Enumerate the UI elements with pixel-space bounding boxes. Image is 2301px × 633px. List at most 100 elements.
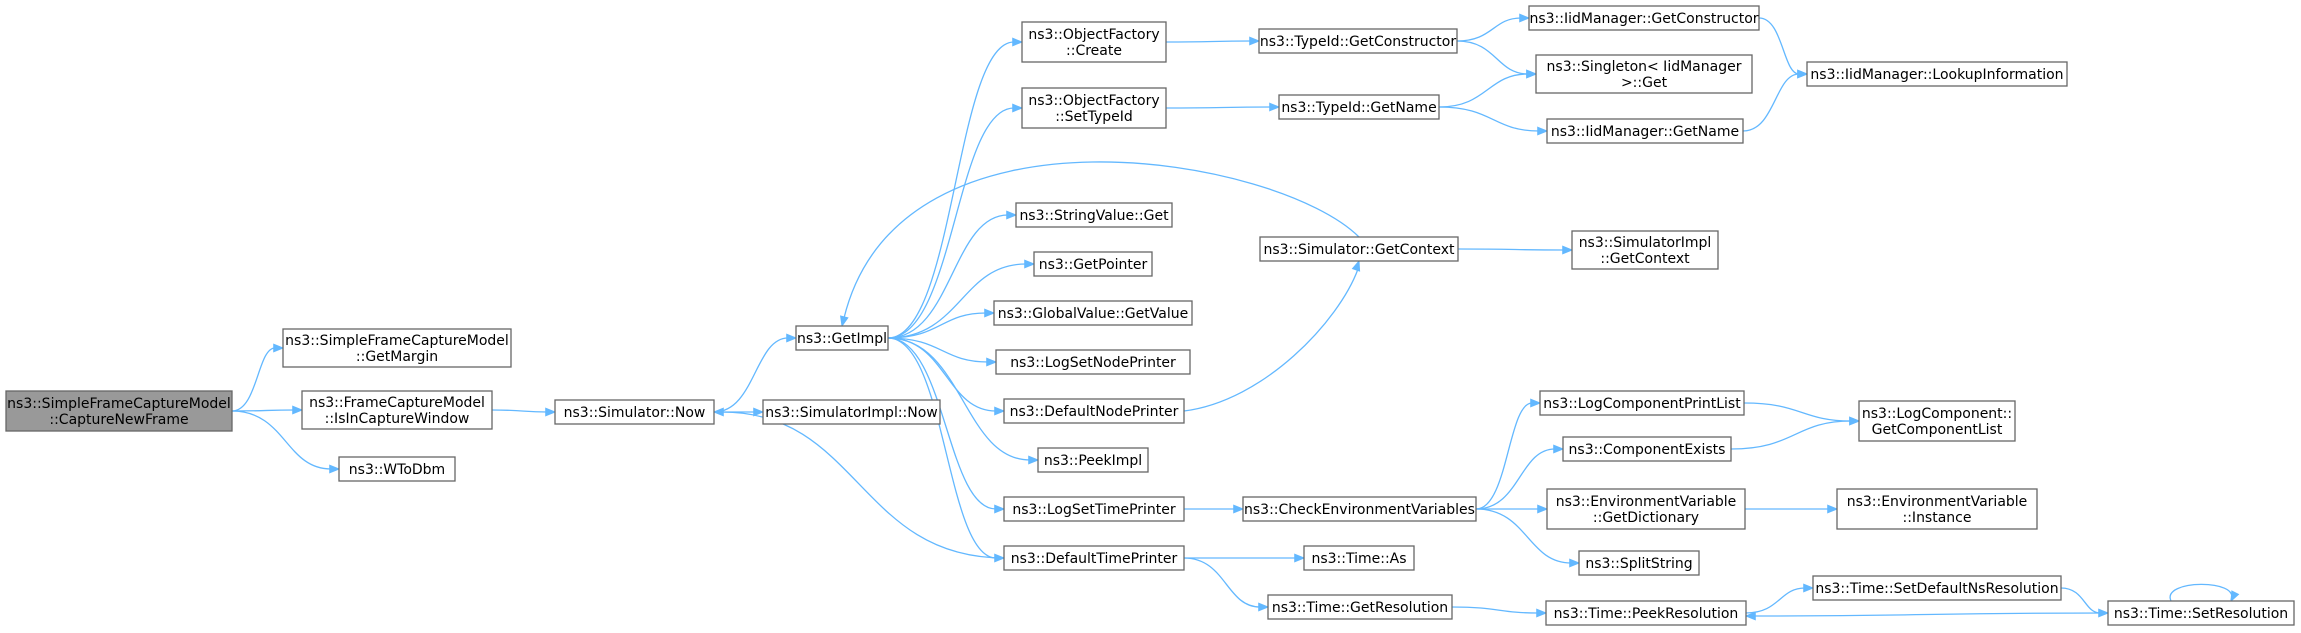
edge-checkenv-to-compexists <box>1475 444 1565 510</box>
node-label: ns3::FrameCaptureModel <box>309 395 485 411</box>
edge-logsettime-to-checkenv <box>1183 504 1245 514</box>
node-defaultnode[interactable]: ns3::DefaultNodePrinter <box>1003 398 1185 424</box>
edge-simgetcontext-to-simimplgetctx <box>1457 245 1574 255</box>
node-peekres[interactable]: ns3::Time::PeekResolution <box>1545 600 1747 626</box>
node-typeidgetname[interactable]: ns3::TypeId::GetName <box>1278 94 1440 120</box>
node-envinstance[interactable]: ns3::EnvironmentVariable::Instance <box>1836 488 2038 530</box>
node-peekimpl[interactable]: ns3::PeekImpl <box>1037 447 1149 473</box>
edge-iidgetname-to-iidlookup <box>1742 69 1809 132</box>
node-box <box>1242 496 1477 522</box>
edge-getimpl-to-peekimpl <box>887 337 1040 465</box>
edge-simgetcontext-to-getimpl <box>840 161 1360 328</box>
node-logsetnode[interactable]: ns3::LogSetNodePrinter <box>995 349 1191 375</box>
edge-ofsettypeid-to-typeidgetname <box>1165 102 1281 112</box>
node-setdefaultns[interactable]: ns3::Time::SetDefaultNsResolution <box>1812 575 2062 601</box>
node-label: ns3::Time::SetDefaultNsResolution <box>1815 581 2058 597</box>
node-box <box>1812 575 2062 601</box>
node-label: ns3::Time::As <box>1311 551 1406 567</box>
nodes-layer: ns3::SimpleFrameCaptureModel::CaptureNew… <box>5 5 2295 626</box>
edge-defaulttime-to-simnow <box>712 407 1005 559</box>
node-setres[interactable]: ns3::Time::SetResolution <box>2107 600 2295 626</box>
node-box <box>1033 251 1153 277</box>
node-ofcreate[interactable]: ns3::ObjectFactory::Create <box>1021 21 1167 63</box>
node-label: ::SetTypeId <box>1055 109 1133 125</box>
node-box <box>795 325 889 351</box>
node-label: ns3::GetImpl <box>797 331 887 347</box>
node-getpointer[interactable]: ns3::GetPointer <box>1033 251 1153 277</box>
node-label: ::GetMargin <box>356 349 438 365</box>
node-box <box>1806 61 2068 87</box>
node-label: ns3::CheckEnvironmentVariables <box>1244 502 1475 518</box>
edge-checkenv-to-logcompprint <box>1475 398 1542 510</box>
node-timeas[interactable]: ns3::Time::As <box>1303 545 1415 571</box>
node-stringvalueget[interactable]: ns3::StringValue::Get <box>1015 202 1173 228</box>
node-simimplgetctx[interactable]: ns3::SimulatorImpl::GetContext <box>1571 230 1719 270</box>
node-label: ns3::EnvironmentVariable <box>1847 494 2028 510</box>
node-box <box>1836 488 2038 530</box>
node-box <box>993 300 1193 326</box>
node-defaulttime[interactable]: ns3::DefaultTimePrinter <box>1003 545 1185 571</box>
edge-getimpl-to-globalvalue <box>887 308 996 339</box>
node-ofsettypeid[interactable]: ns3::ObjectFactory::SetTypeId <box>1021 87 1167 129</box>
node-box <box>1528 5 1760 31</box>
node-label: ns3::IidManager::GetConstructor <box>1529 11 1758 27</box>
node-iidgetctor[interactable]: ns3::IidManager::GetConstructor <box>1528 5 1760 31</box>
node-label: ns3::LogComponent:: <box>1862 406 2012 422</box>
node-singletonget[interactable]: ns3::Singleton< IidManager >::Get <box>1535 54 1753 94</box>
edge-getimpl-to-stringvalueget <box>887 210 1018 339</box>
node-label: ns3::StringValue::Get <box>1019 208 1169 224</box>
node-timegetres[interactable]: ns3::Time::GetResolution <box>1267 594 1453 620</box>
edge-typeidgetname-to-singletonget <box>1438 69 1538 108</box>
node-logcomplist[interactable]: ns3::LogComponent::GetComponentList <box>1858 400 2016 442</box>
node-label: >::Get <box>1621 75 1668 91</box>
node-checkenv[interactable]: ns3::CheckEnvironmentVariables <box>1242 496 1477 522</box>
node-logsettime[interactable]: ns3::LogSetTimePrinter <box>1003 496 1185 522</box>
node-getimpl[interactable]: ns3::GetImpl <box>795 325 889 351</box>
node-box <box>1021 87 1167 129</box>
edge-defaulttime-to-timegetres <box>1183 557 1270 612</box>
node-box <box>1021 21 1167 63</box>
edge-typeidgetctor-to-singletonget <box>1456 40 1538 79</box>
edge-typeidgetname-to-iidgetname <box>1438 106 1549 136</box>
node-splitstring[interactable]: ns3::SplitString <box>1578 550 1700 576</box>
node-getmargin[interactable]: ns3::SimpleFrameCaptureModel::GetMargin <box>282 328 512 368</box>
node-envgetdict[interactable]: ns3::EnvironmentVariable::GetDictionary <box>1546 488 1746 530</box>
node-label: ns3::SplitString <box>1585 556 1692 572</box>
node-label: ns3::GetPointer <box>1039 257 1148 273</box>
node-label: ns3::GlobalValue::GetValue <box>998 306 1188 322</box>
edge-checkenv-to-splitstring <box>1475 508 1581 568</box>
node-label: ns3::Time::PeekResolution <box>1554 606 1739 622</box>
node-box <box>1258 28 1458 54</box>
node-label: ns3::WToDbm <box>349 462 445 478</box>
node-simnow[interactable]: ns3::Simulator::Now <box>554 399 715 425</box>
node-simimplnow[interactable]: ns3::SimulatorImpl::Now <box>762 399 941 425</box>
node-wtodbm[interactable]: ns3::WToDbm <box>338 456 456 482</box>
node-compexists[interactable]: ns3::ComponentExists <box>1562 436 1732 462</box>
node-label: ns3::Singleton< IidManager <box>1547 59 1742 75</box>
node-box <box>1259 236 1459 262</box>
node-isincapture[interactable]: ns3::FrameCaptureModel::IsInCaptureWindo… <box>301 390 493 430</box>
node-simgetcontext[interactable]: ns3::Simulator::GetContext <box>1259 236 1459 262</box>
node-typeidgetctor[interactable]: ns3::TypeId::GetConstructor <box>1258 28 1458 54</box>
edge-simnow-to-getimpl <box>713 333 798 413</box>
node-logcompprint[interactable]: ns3::LogComponentPrintList <box>1539 390 1745 416</box>
node-iidlookup[interactable]: ns3::IidManager::LookupInformation <box>1806 61 2068 87</box>
edge-peekres-to-setdefaultns <box>1745 583 1815 614</box>
node-box <box>301 390 493 430</box>
node-root[interactable]: ns3::SimpleFrameCaptureModel::CaptureNew… <box>5 390 233 432</box>
edges-layer <box>231 13 2240 621</box>
edge-root-to-wtodbm <box>231 410 341 474</box>
node-iidgetname[interactable]: ns3::IidManager::GetName <box>1546 118 1744 144</box>
node-box <box>762 399 941 425</box>
node-box <box>1015 202 1173 228</box>
edge-getimpl-to-ofcreate <box>887 37 1024 339</box>
node-box <box>1303 545 1415 571</box>
edge-iidgetctor-to-iidlookup <box>1758 17 1809 79</box>
node-label: ns3::SimpleFrameCaptureModel <box>285 333 509 349</box>
node-box <box>1539 390 1745 416</box>
node-globalvalue[interactable]: ns3::GlobalValue::GetValue <box>993 300 1193 326</box>
edge-defaulttime-to-timeas <box>1184 553 1306 563</box>
node-label: ns3::IidManager::LookupInformation <box>1810 67 2063 83</box>
node-box <box>338 456 456 482</box>
